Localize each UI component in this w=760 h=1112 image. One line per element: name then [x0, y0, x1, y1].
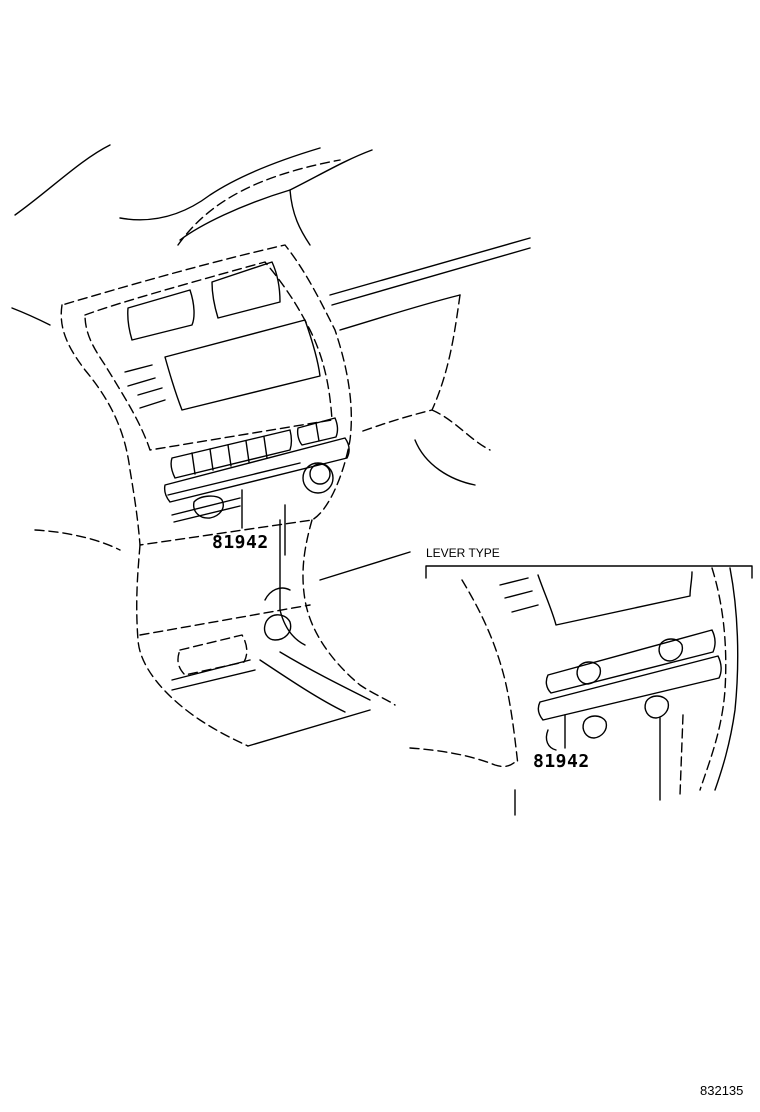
inset-lower-left-edge — [409, 747, 516, 768]
console-left-side — [136, 544, 249, 747]
console-side-panel — [279, 519, 306, 646]
center-stack-bezel — [60, 244, 353, 546]
left-lower-edge — [34, 529, 121, 551]
reference-code: 832135 — [700, 1083, 743, 1098]
console-right-side — [302, 519, 396, 706]
inset-lever-knob-4 — [644, 695, 670, 719]
inset-bracket — [425, 565, 753, 579]
inset-display — [537, 571, 693, 626]
climate-slot — [171, 497, 241, 523]
lower-dash-curve — [414, 439, 476, 486]
small-button-pair — [296, 417, 339, 446]
console-lower-line — [171, 659, 256, 691]
main-part-label: 81942 — [212, 532, 269, 553]
climate-control-panel — [163, 437, 350, 503]
inset-console-line — [679, 714, 684, 796]
upper-dash-contour-dashed — [177, 159, 341, 246]
right-vent — [211, 261, 281, 319]
left-dash-edge — [11, 307, 51, 326]
side-button-lower — [137, 387, 166, 409]
inset-climate-panel — [537, 655, 722, 721]
dash-rail-bottom — [339, 294, 461, 331]
inset-lever-knob-2 — [658, 638, 684, 662]
inset-bezel-right-outer — [714, 567, 739, 791]
control-button-row — [170, 429, 293, 479]
inset-lever-knob-3 — [582, 715, 608, 739]
windshield-edge-line — [14, 144, 111, 216]
upper-dash-contour — [119, 147, 321, 221]
dash-rail-lower — [331, 247, 531, 306]
inset-lever-type-view: LEVER TYPE 81942 — [409, 546, 753, 816]
console-lower-bezel — [264, 587, 291, 601]
inset-lower-curve — [545, 729, 557, 751]
dash-rail-upper — [329, 237, 531, 296]
climate-knob-large-inner — [309, 463, 331, 485]
center-to-inset-line — [319, 551, 411, 581]
inset-part-label: 81942 — [533, 751, 590, 772]
dash-top-ridge — [289, 189, 311, 246]
display-screen — [164, 319, 321, 411]
inset-bezel-left — [461, 579, 519, 766]
glovebox-outline — [359, 294, 461, 433]
panel-inner-line — [167, 462, 301, 496]
center-stack-inner — [84, 261, 333, 451]
inset-title: LEVER TYPE — [426, 546, 500, 560]
climate-knob-small — [193, 495, 224, 519]
glovebox-lower-curve — [431, 409, 491, 451]
inset-lever-knob-1 — [576, 661, 602, 685]
console-knob — [263, 614, 292, 641]
dash-top-contour — [179, 149, 373, 241]
climate-knob-large — [302, 462, 334, 494]
console-tray-floor — [247, 709, 371, 747]
left-vent — [127, 289, 195, 341]
inset-side-buttons — [499, 577, 539, 613]
side-button-upper — [124, 364, 156, 387]
button-dividers — [191, 436, 268, 475]
inset-lever-row-upper — [545, 629, 716, 694]
inset-bezel-right — [699, 567, 727, 791]
console-front-line — [139, 604, 311, 636]
main-dashboard-view: 81942 — [11, 144, 531, 747]
console-tray-edge — [259, 651, 371, 713]
